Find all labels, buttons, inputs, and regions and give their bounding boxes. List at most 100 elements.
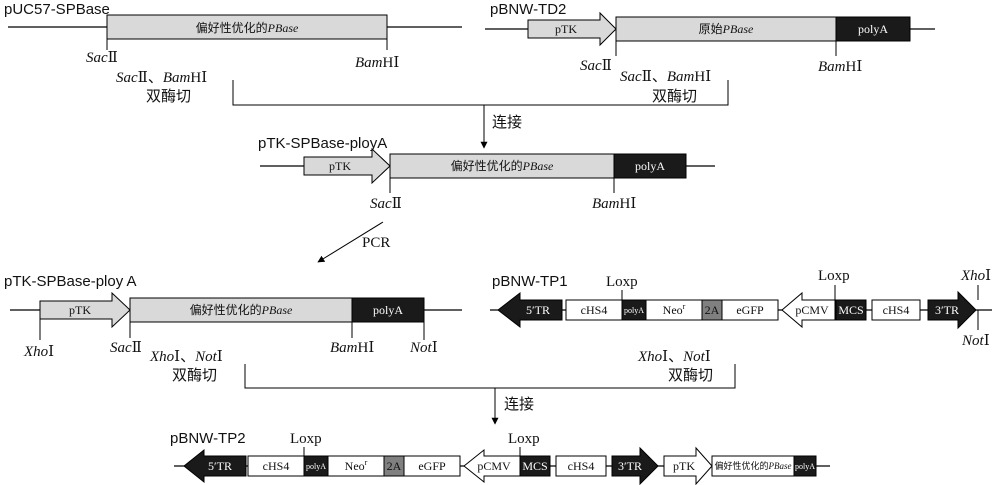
- tp1-5tr-arrow: [497, 291, 563, 329]
- puc57-insert-box: [106, 14, 388, 40]
- ptk-spbase-bamhi-label: BamHⅠ: [592, 196, 636, 212]
- td2-sacii-label: SacⅡ: [580, 58, 612, 74]
- ptk-spbase2-polya-box: [351, 297, 425, 323]
- tp1-egfp-box: [721, 299, 779, 321]
- tp2-insert-label: 偏好性优化的PBase: [714, 460, 791, 471]
- tp2-2a-label: 2A: [387, 459, 402, 473]
- ptk-spbase2-xhoi-label: XhoⅠ: [23, 344, 54, 360]
- ptk-spbase2-ptk-arrow: [39, 291, 131, 329]
- tp1-loxp-right-label: Loxp: [818, 268, 850, 284]
- td2-digest-enzymes: SacⅡ、BamHⅠ: [620, 69, 711, 85]
- td2-digest-label: 双酶切: [652, 88, 697, 105]
- tp1-pcmv-label: pCMV: [795, 303, 829, 317]
- td2-ptk-arrow: [527, 11, 617, 47]
- tp1-3tr-arrow: [927, 290, 977, 330]
- tp1-chs4-left-label: cHS4: [581, 303, 608, 317]
- tp1-pcmv-arrow: [781, 291, 836, 329]
- ptk-spbase-title: pTK-SPBase-ployA: [258, 135, 387, 152]
- tp2-loxp-right-label: Loxp: [508, 431, 540, 447]
- tp1-neo-label: Neor: [663, 302, 686, 317]
- tp1-digest-enzymes: XhoⅠ、NotⅠ: [637, 349, 711, 365]
- construct-pbnw-tp1: pBNW-TP1 Loxp Loxp XhoⅠ 5′TR cHS4 polyA …: [490, 268, 992, 384]
- tp1-chs4-right-box: [871, 299, 921, 321]
- tp1-3tr-label: 3′TR: [935, 303, 959, 317]
- ptk-spbase2-bamhi-label: BamHⅠ: [330, 340, 374, 356]
- tp1-polya-label: polyA: [624, 306, 644, 315]
- puc57-title: pUC57-SPBase: [4, 1, 110, 18]
- tp1-chs4-right-label: cHS4: [883, 303, 910, 317]
- ptk-spbase2-sacii-label: SacⅡ: [110, 340, 142, 356]
- ptk-spbase2-ptk-label: pTK: [69, 303, 91, 317]
- tp2-egfp-label: eGFP: [418, 459, 446, 473]
- tp2-title: pBNW-TP2: [170, 430, 246, 447]
- ptk-spbase-ptk-arrow: [303, 147, 391, 185]
- pcr-step: PCR: [317, 221, 390, 263]
- construct-ptk-spbase-ploya: pTK-SPBase-ployA pTK 偏好性优化的PBase polyA S…: [258, 135, 715, 212]
- tp2-mcs-box: [519, 455, 551, 477]
- tp2-polya-end-label: polyA: [795, 462, 815, 471]
- ptk-spbase-polya-label: polyA: [635, 159, 665, 173]
- ptk-spbase2-digest-label: 双酶切: [172, 367, 217, 384]
- tp1-egfp-label: eGFP: [736, 303, 764, 317]
- tp2-polya-label: polyA: [306, 462, 326, 471]
- ptk-spbase2-title: pTK-SPBase-ploy A: [4, 273, 137, 290]
- ptk-spbase2-insert-box: [129, 297, 353, 323]
- ptk-spbase2-polya-label: polyA: [373, 303, 403, 317]
- tp1-noti-label: NotⅠ: [961, 333, 990, 349]
- tp2-mcs-label: MCS: [522, 459, 547, 473]
- construct-ptk-spbase-ploy-a: pTK-SPBase-ploy A pTK 偏好性优化的PBase polyA …: [4, 273, 462, 384]
- tp2-polya-end-box: [793, 455, 817, 477]
- tp2-3tr-arrow: [611, 446, 659, 485]
- pcr-label: PCR: [362, 235, 390, 251]
- ptk-spbase-ptk-label: pTK: [329, 159, 351, 173]
- puc57-digest-label: 双酶切: [146, 88, 191, 105]
- td2-polya-box: [835, 16, 911, 42]
- construct-pbnw-td2: pBNW-TD2 pTK 原始PBase polyA SacⅡ SacⅡ、Bam…: [485, 1, 935, 105]
- puc57-insert-label: 偏好性优化的PBase: [196, 20, 299, 35]
- tp2-3tr-label: 3′TR: [618, 459, 642, 473]
- construct-pbnw-tp2: pBNW-TP2 Loxp Loxp 5′TR cHS4 polyA Neor …: [170, 430, 830, 485]
- tp2-neo-label: Neor: [345, 458, 368, 473]
- tp1-title: pBNW-TP1: [492, 273, 568, 290]
- ptk-spbase-polya-box: [613, 153, 687, 179]
- tp2-ptk-arrow: [663, 446, 713, 485]
- tp1-xhoi-label: XhoⅠ: [960, 268, 991, 284]
- tp2-ptk-label: pTK: [673, 459, 695, 473]
- td2-polya-label: polyA: [858, 22, 888, 36]
- ptk-spbase-insert-label: 偏好性优化的PBase: [451, 158, 554, 173]
- tp1-2a-label: 2A: [705, 303, 720, 317]
- ptk-spbase2-digest-enzymes: XhoⅠ、NotⅠ: [149, 349, 223, 365]
- puc57-sacii-label: SacⅡ: [86, 50, 118, 66]
- td2-insert-label: 原始PBase: [699, 22, 754, 36]
- ptk-spbase-insert-box: [389, 153, 615, 179]
- ligation-step-1: 连接: [232, 80, 729, 149]
- tp2-chs4-right-box: [555, 455, 607, 477]
- tp1-digest-label: 双酶切: [668, 367, 713, 384]
- pcr-arrow: [317, 221, 384, 263]
- ptk-spbase2-noti-label: NotⅠ: [409, 340, 438, 356]
- td2-title: pBNW-TD2: [490, 1, 566, 18]
- td2-ptk-label: pTK: [555, 22, 577, 36]
- ligation-step-2: 连接: [244, 364, 736, 425]
- ligation-1-label: 连接: [492, 114, 522, 131]
- tp2-chs4-right-label: cHS4: [568, 459, 595, 473]
- puc57-bamhi-label: BamHⅠ: [355, 55, 399, 71]
- tp2-egfp-box: [403, 455, 461, 477]
- tp1-mcs-label: MCS: [838, 303, 863, 317]
- ligation-1-bracket: [232, 80, 729, 106]
- td2-bamhi-label: BamHⅠ: [818, 59, 862, 75]
- tp1-mcs-box: [835, 299, 867, 321]
- tp1-5tr-label: 5′TR: [526, 303, 550, 317]
- tp1-loxp-left-label: Loxp: [606, 274, 638, 290]
- tp2-5tr-label: 5′TR: [208, 459, 232, 473]
- td2-insert-box: [615, 16, 837, 42]
- tp2-loxp-left-label: Loxp: [290, 431, 322, 447]
- ligation-2-label: 连接: [504, 396, 534, 413]
- tp2-5tr-arrow: [183, 448, 247, 484]
- ptk-spbase2-insert-label: 偏好性优化的PBase: [190, 302, 293, 317]
- tp2-pcmv-label: pCMV: [477, 459, 511, 473]
- tp2-chs4-left-label: cHS4: [263, 459, 290, 473]
- ptk-spbase-sacii-label: SacⅡ: [370, 196, 402, 212]
